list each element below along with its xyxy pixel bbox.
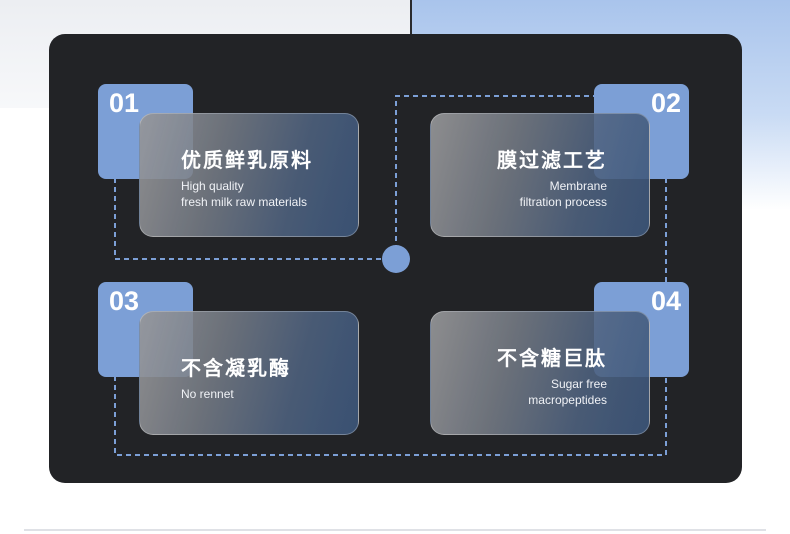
feature-title: 不含糖巨肽 <box>497 346 607 370</box>
feature-subtitle-line1: No rennet <box>181 387 234 401</box>
center-connector-dot <box>382 245 410 273</box>
feature-subtitle-line2: macropeptides <box>528 393 607 407</box>
bottom-divider <box>24 529 766 531</box>
feature-subtitle-line1: High quality <box>181 179 244 193</box>
feature-card-02: 膜过滤工艺 Membrane filtration process <box>430 113 650 237</box>
background-divider <box>410 0 412 36</box>
connector-01 <box>114 178 396 260</box>
connector-03 <box>114 376 667 456</box>
feature-subtitle-line1: Sugar free <box>550 377 607 391</box>
feature-card-03: 不含凝乳酶 No rennet <box>139 311 359 435</box>
feature-title: 膜过滤工艺 <box>497 148 607 172</box>
connector-02 <box>395 95 595 259</box>
feature-card-01: 优质鲜乳原料 High quality fresh milk raw mater… <box>139 113 359 237</box>
feature-card-04: 不含糖巨肽 Sugar free macropeptides <box>430 311 650 435</box>
feature-title: 不含凝乳酶 <box>181 356 291 380</box>
feature-subtitle-line2: fresh milk raw materials <box>181 195 308 209</box>
feature-subtitle-line2: filtration process <box>519 195 607 209</box>
feature-subtitle-line1: Membrane <box>549 179 607 193</box>
feature-title: 优质鲜乳原料 <box>181 148 313 172</box>
